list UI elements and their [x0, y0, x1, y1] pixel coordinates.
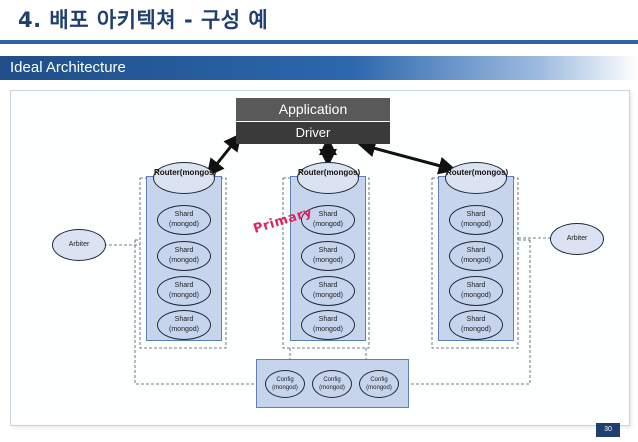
shard-sublabel: (mongod)	[313, 326, 343, 333]
shard-node: Shard (mongod)	[449, 205, 503, 235]
shard-label: Shard	[174, 282, 194, 289]
shard-sublabel: (mongod)	[461, 326, 491, 333]
arbiter-right: Arbiter	[550, 223, 604, 255]
router-label: Router	[154, 168, 180, 177]
shard-label: Shard	[318, 211, 338, 218]
shard-label: Shard	[318, 316, 338, 323]
shard-sublabel: (mongod)	[461, 292, 491, 299]
config-node: Config (mongod)	[312, 370, 352, 398]
shard-node: Shard (mongod)	[157, 276, 211, 306]
subtitle-text: Ideal Architecture	[10, 59, 126, 76]
router-label: Router	[298, 168, 324, 177]
shard-node: Shard (mongod)	[449, 276, 503, 306]
shard-label: Shard	[318, 247, 338, 254]
shard-label: Shard	[466, 316, 486, 323]
arrow-right-router	[357, 139, 457, 175]
shard-node: Shard (mongod)	[301, 205, 355, 235]
config-servers-box: Config (mongod) Config (mongod) Config (mon…	[256, 359, 409, 408]
router-left: Router(mongos)	[153, 162, 217, 194]
router-sublabel: (mongos)	[179, 168, 217, 177]
subtitle-bar: Ideal Architecture	[0, 56, 638, 80]
config-sublabel: (mongod)	[319, 385, 345, 391]
shard-label: Shard	[318, 282, 338, 289]
shard-node: Shard (mongod)	[157, 205, 211, 235]
shard-sublabel: (mongod)	[169, 326, 199, 333]
shard-label: Shard	[466, 211, 486, 218]
shard-sublabel: (mongod)	[461, 257, 491, 264]
shard-node: Shard (mongod)	[301, 241, 355, 271]
shard-node: Shard (mongod)	[157, 310, 211, 340]
router-label: Router	[446, 168, 472, 177]
config-sublabel: (mongod)	[272, 385, 298, 391]
shard-node: Shard (mongod)	[449, 310, 503, 340]
shard-sublabel: (mongod)	[461, 221, 491, 228]
page-number: 30	[596, 423, 620, 437]
shard-sublabel: (mongod)	[169, 257, 199, 264]
title-rule	[0, 40, 638, 44]
shard-label: Shard	[174, 211, 194, 218]
application-box: Application	[236, 98, 390, 122]
router-right: Router(mongos)	[445, 162, 509, 194]
router-center: Router(mongos)	[297, 162, 361, 194]
shard-sublabel: (mongod)	[313, 221, 343, 228]
shard-node: Shard (mongod)	[301, 310, 355, 340]
shard-sublabel: (mongod)	[313, 292, 343, 299]
driver-box: Driver	[236, 122, 390, 144]
config-node: Config (mongod)	[359, 370, 399, 398]
shard-sublabel: (mongod)	[169, 292, 199, 299]
config-label: Config	[323, 377, 341, 383]
config-label: Config	[370, 377, 388, 383]
shard-label: Shard	[174, 247, 194, 254]
shard-label: Shard	[466, 247, 486, 254]
arbiter-left: Arbiter	[52, 229, 106, 261]
shard-sublabel: (mongod)	[169, 221, 199, 228]
router-sublabel: (mongos)	[323, 168, 361, 177]
shard-node: Shard (mongod)	[449, 241, 503, 271]
shard-label: Shard	[174, 316, 194, 323]
config-node: Config (mongod)	[265, 370, 305, 398]
shard-node: Shard (mongod)	[157, 241, 211, 271]
router-sublabel: (mongos)	[471, 168, 509, 177]
shard-sublabel: (mongod)	[313, 257, 343, 264]
config-label: Config	[276, 377, 294, 383]
shard-node: Shard (mongod)	[301, 276, 355, 306]
config-sublabel: (mongod)	[366, 385, 392, 391]
shard-label: Shard	[466, 282, 486, 289]
slide-title: 4. 배포 아키텍쳐 - 구성 예	[18, 8, 269, 32]
arrow-left-router	[206, 132, 242, 178]
